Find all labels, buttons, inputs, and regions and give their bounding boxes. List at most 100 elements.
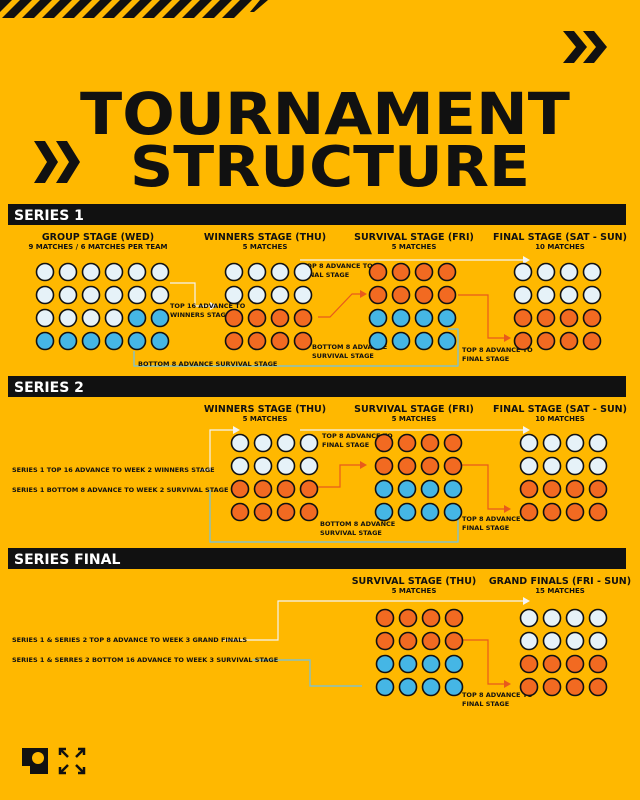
s2-winners-sub: 5 MATCHES (243, 415, 288, 423)
team-slot (230, 433, 250, 453)
sf-note-top8-fri-b: FINAL STAGE (462, 700, 509, 708)
team-slot (536, 308, 556, 328)
sf-survival-sub: 5 MATCHES (392, 587, 437, 595)
team-slot (224, 331, 244, 351)
team-slot (443, 502, 463, 522)
s1-arrowheads (210, 256, 530, 342)
team-slot (536, 331, 556, 351)
team-slot (565, 479, 585, 499)
team-slot (542, 631, 562, 651)
s2-note-bottom8-surv-a: BOTTOM 8 ADVANCE (320, 520, 395, 528)
team-slot (375, 608, 395, 628)
sf-note-in-top: SERIES 1 & SERIES 2 TOP 8 ADVANCE TO WEE… (12, 636, 247, 644)
s2-note-bottom8-surv-b: SURVIVAL STAGE (320, 529, 382, 537)
team-slot (375, 654, 395, 674)
brand-logo-icon (22, 748, 48, 774)
team-slot (299, 479, 319, 499)
team-slot (437, 331, 457, 351)
s1-group-sub: 9 MATCHES / 6 MATCHES PER TEAM (28, 243, 167, 251)
hazard-stripes (0, 0, 268, 18)
team-slot (519, 654, 539, 674)
team-slot (443, 433, 463, 453)
team-slot (375, 631, 395, 651)
team-slot (368, 262, 388, 282)
grid-s2_winners (230, 433, 319, 522)
title-line-1: TOURNAMENT (80, 80, 570, 148)
sf-survival-title: SURVIVAL STAGE (THU) (352, 576, 477, 587)
s1-note-top8-final-a: TOP 8 ADVANCE TO (302, 262, 373, 270)
team-slot (588, 433, 608, 453)
series-final-bar (8, 548, 626, 569)
team-slot (276, 433, 296, 453)
team-slot (375, 677, 395, 697)
team-slot (588, 456, 608, 476)
s2-final-sub: 10 MATCHES (535, 415, 585, 423)
team-slot (374, 433, 394, 453)
team-slot (397, 456, 417, 476)
team-slot (437, 262, 457, 282)
team-slot (368, 308, 388, 328)
title-line-2: STRUCTURE (130, 135, 530, 200)
team-slot (150, 262, 170, 282)
team-slot (437, 285, 457, 305)
team-slot (542, 433, 562, 453)
s1-note-bottom8-surv-a: BOTTOM 8 ADVANCE (312, 343, 387, 351)
team-slot (104, 308, 124, 328)
team-slot (519, 608, 539, 628)
team-slot (247, 285, 267, 305)
s2-winners-title: WINNERS STAGE (THU) (204, 404, 326, 415)
team-slot (104, 285, 124, 305)
team-slot (398, 677, 418, 697)
grid-sf_grand (519, 608, 608, 697)
grid-s2_final (519, 433, 608, 522)
team-slot (414, 308, 434, 328)
team-slot (224, 308, 244, 328)
team-slot (398, 631, 418, 651)
team-slot (588, 654, 608, 674)
series-final-label: SERIES FINAL (14, 552, 120, 568)
s1-note-bottom8: BOTTOM 8 ADVANCE SURVIVAL STAGE (138, 360, 277, 368)
team-slot (542, 456, 562, 476)
team-slot (81, 331, 101, 351)
team-slot (391, 262, 411, 282)
team-slot (127, 331, 147, 351)
sf-grand-title: GRAND FINALS (FRI - SUN) (489, 576, 631, 587)
team-slot (104, 262, 124, 282)
team-slot (542, 479, 562, 499)
team-slot (391, 308, 411, 328)
team-slot (588, 479, 608, 499)
team-slot (582, 262, 602, 282)
team-slot (104, 331, 124, 351)
team-slot (397, 502, 417, 522)
grid-sf_survival (375, 608, 464, 697)
s1-final-sub: 10 MATCHES (535, 243, 585, 251)
team-slot (293, 262, 313, 282)
team-slot (421, 654, 441, 674)
s1-note-top8-final-b: FINAL STAGE (302, 271, 349, 279)
team-slot (293, 308, 313, 328)
team-slot (414, 262, 434, 282)
team-slot (247, 331, 267, 351)
team-slot (519, 456, 539, 476)
sf-arrowheads (504, 597, 530, 688)
team-slot (58, 308, 78, 328)
team-slot (582, 331, 602, 351)
team-slot (270, 285, 290, 305)
team-slot (565, 677, 585, 697)
team-slot (582, 285, 602, 305)
team-slot (374, 502, 394, 522)
s1-note-bottom8-surv-b: SURVIVAL STAGE (312, 352, 374, 360)
team-slot (276, 502, 296, 522)
series-1-label: SERIES 1 (14, 208, 84, 224)
team-slot (270, 262, 290, 282)
s2-arrowheads (233, 426, 530, 513)
expand-arrows-icon (58, 747, 86, 775)
team-slot (519, 677, 539, 697)
team-slot (420, 456, 440, 476)
team-slot (391, 285, 411, 305)
team-slot (513, 308, 533, 328)
sf-connectors (222, 600, 525, 687)
team-slot (247, 308, 267, 328)
team-slot (420, 479, 440, 499)
